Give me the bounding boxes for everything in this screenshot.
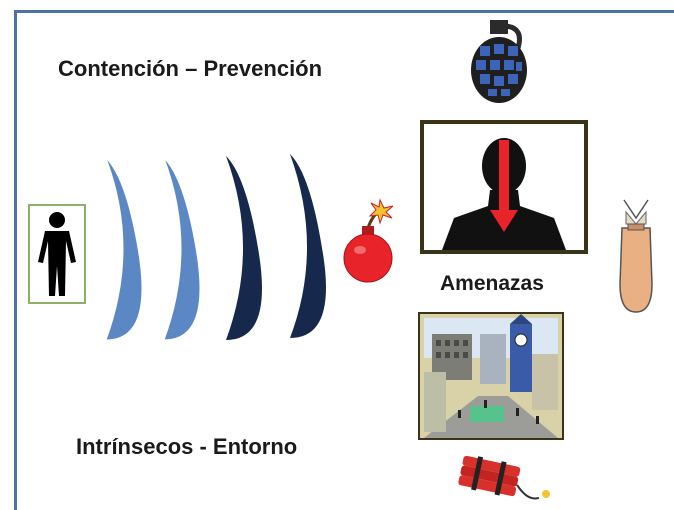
grenade-icon — [471, 20, 527, 103]
threats-label: Amenazas — [440, 272, 544, 295]
city-scene-icon — [418, 312, 564, 440]
shield-arcs — [105, 154, 326, 341]
intrinsic-environment-label: Intrínsecos - Entorno — [76, 434, 298, 459]
frame-left-border — [14, 10, 17, 510]
shield-arc-1 — [105, 157, 143, 341]
dynamite-icon — [458, 455, 550, 500]
shield-arc-4 — [290, 154, 326, 338]
projectile-icon — [619, 199, 653, 313]
shield-arc-3 — [226, 156, 262, 340]
shield-arc-2 — [163, 157, 201, 341]
person-icon — [28, 204, 86, 304]
containment-prevention-label: Contención – Prevención — [58, 56, 323, 81]
frame-top-border — [14, 10, 674, 13]
bomb-icon — [343, 198, 394, 283]
target-silhouette-icon — [420, 120, 588, 254]
